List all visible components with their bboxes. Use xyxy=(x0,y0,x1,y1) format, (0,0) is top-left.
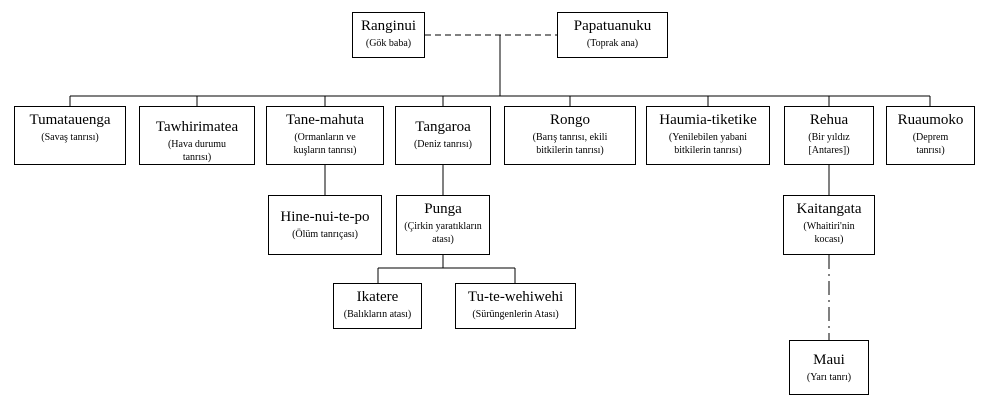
node-name: Punga xyxy=(424,201,462,217)
node-name: Tane-mahuta xyxy=(285,112,365,128)
node-name: Tawhirimatea xyxy=(155,119,239,135)
node-haumia-tiketike: Haumia-tiketike (Yenilebilen yabani bitk… xyxy=(646,106,770,165)
node-ikatere: Ikatere (Balıkların atası) xyxy=(333,283,422,329)
node-ranginui: Ranginui (Gök baba) xyxy=(352,12,425,58)
node-description: (Ölüm tanrıçası) xyxy=(292,229,358,240)
node-punga: Punga (Çirkin yaratıkların atası) xyxy=(396,195,490,255)
node-name: Papatuanuku xyxy=(573,18,652,34)
node-tumatauenga: Tumatauenga (Savaş tanrısı) xyxy=(14,106,126,165)
node-hine-nui-te-po: Hine-nui-te-po (Ölüm tanrıçası) xyxy=(268,195,382,255)
node-description: (Yenilebilen yabani bitkilerin tanrısı) xyxy=(668,132,748,156)
node-name: Tu-te-wehiwehi xyxy=(467,289,564,305)
node-kaitangata: Kaitangata (Whaitiri'nin kocası) xyxy=(783,195,875,255)
node-name: Ruaumoko xyxy=(897,112,964,128)
node-description: (Ormanların ve kuşların tanrısı) xyxy=(293,132,357,156)
node-tawhirimatea: Tawhirimatea (Hava durumu tanrısı) xyxy=(139,106,255,165)
node-rongo: Rongo (Barış tanrısı, ekili bitkilerin t… xyxy=(504,106,636,165)
node-papatuanuku: Papatuanuku (Toprak ana) xyxy=(557,12,668,58)
node-name: Rongo xyxy=(549,112,590,128)
node-ruaumoko: Ruaumoko (Deprem tanrısı) xyxy=(886,106,975,165)
node-name: Hine-nui-te-po xyxy=(280,209,370,225)
node-name: Tangaroa xyxy=(415,119,471,135)
node-tu-te-wehiwehi: Tu-te-wehiwehi (Sürüngenlerin Atası) xyxy=(455,283,576,329)
node-description: (Yarı tanrı) xyxy=(806,372,852,383)
node-description: (Toprak ana) xyxy=(586,38,639,49)
node-description: (Barış tanrısı, ekili bitkilerin tanrısı… xyxy=(532,132,608,156)
node-description: (Bir yıldız [Antares]) xyxy=(808,132,850,156)
node-tangaroa: Tangaroa (Deniz tanrısı) xyxy=(395,106,491,165)
node-description: (Çirkin yaratıkların atası) xyxy=(404,221,482,245)
node-description: (Deniz tanrısı) xyxy=(413,139,473,150)
node-name: Kaitangata xyxy=(796,201,862,217)
node-name: Ranginui xyxy=(361,18,416,34)
node-rehua: Rehua (Bir yıldız [Antares]) xyxy=(784,106,874,165)
node-description: (Savaş tanrısı) xyxy=(41,132,99,143)
node-description: (Hava durumu tanrısı) xyxy=(167,139,227,163)
node-description: (Gök baba) xyxy=(365,38,412,49)
node-description: (Balıkların atası) xyxy=(343,309,412,320)
node-description: (Deprem tanrısı) xyxy=(912,132,949,156)
node-name: Rehua xyxy=(809,112,849,128)
node-name: Ikatere xyxy=(356,289,399,305)
node-name: Tumatauenga xyxy=(29,112,111,128)
node-name: Maui xyxy=(813,352,845,368)
node-name: Haumia-tiketike xyxy=(659,112,757,128)
node-maui: Maui (Yarı tanrı) xyxy=(789,340,869,395)
node-tane-mahuta: Tane-mahuta (Ormanların ve kuşların tanr… xyxy=(266,106,384,165)
node-description: (Whaitiri'nin kocası) xyxy=(803,221,855,245)
node-description: (Sürüngenlerin Atası) xyxy=(472,309,559,320)
